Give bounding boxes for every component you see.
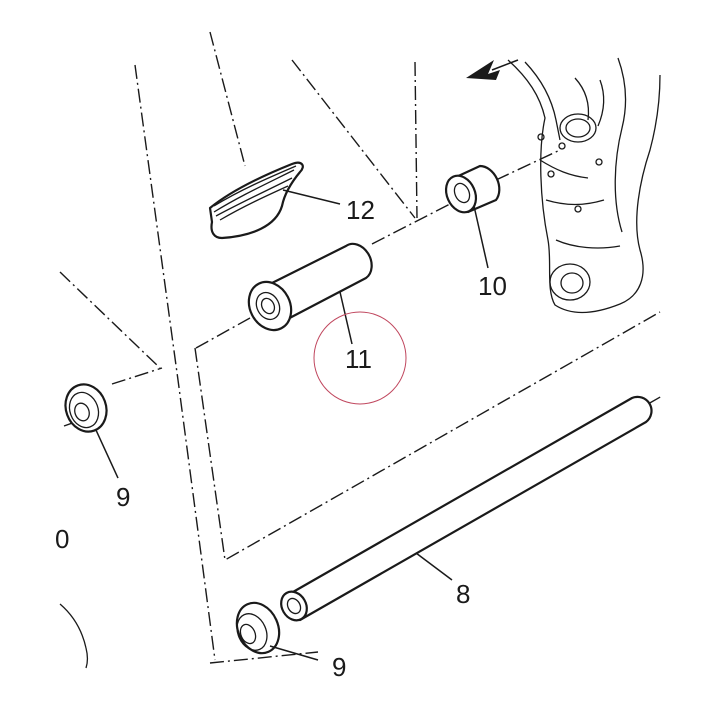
- leader-12: [282, 189, 341, 205]
- leader-11: [339, 291, 353, 345]
- part-9-flanged-bush-bottom: [235, 601, 281, 655]
- axis-rod-8-right: [647, 395, 663, 405]
- axis-sleeve-11-right: [371, 203, 451, 245]
- boundary-left-vertical: [134, 64, 216, 661]
- highlight-circle: [313, 311, 407, 405]
- callout-12: 12: [346, 195, 375, 225]
- partial-part-outline: [59, 603, 89, 669]
- boundary-mid-vertical: [414, 61, 418, 219]
- part-12-pad: [208, 161, 304, 240]
- frame-bracket: [507, 57, 661, 314]
- boundary-upper-diagonal: [291, 59, 416, 219]
- bracket-lower-bore: [549, 263, 591, 301]
- callout-10: 10: [478, 271, 507, 301]
- boundary-bottom: [209, 651, 319, 664]
- part-11-sleeve: [247, 242, 373, 332]
- part-10-bush: [444, 164, 501, 214]
- callout-edge-left: 0: [55, 524, 69, 554]
- leader-9: [95, 429, 119, 479]
- axis-bush-10-right: [495, 149, 561, 181]
- axis-sleeve-11-left: [195, 317, 251, 349]
- callout-edge-bottom: 9: [332, 652, 346, 682]
- callout-8: 8: [456, 579, 470, 609]
- boundary-far-left-short: [111, 367, 163, 385]
- callout-11: 11: [345, 344, 372, 374]
- direction-arrow-icon: [466, 59, 519, 80]
- axis-pad-12-top: [209, 31, 246, 167]
- boundary-lines: [59, 31, 663, 664]
- leader-9-bottom: [269, 645, 319, 661]
- part-8-rod: [280, 395, 653, 622]
- boundary-far-left: [59, 271, 161, 369]
- leader-lines: [95, 189, 489, 661]
- callout-9: 9: [116, 482, 130, 512]
- part-9-flanged-bush: [64, 383, 108, 433]
- bracket-upper-bore: [559, 113, 597, 143]
- boundary-inner-box: [194, 311, 661, 562]
- leader-10: [473, 205, 489, 269]
- leader-8: [415, 552, 453, 581]
